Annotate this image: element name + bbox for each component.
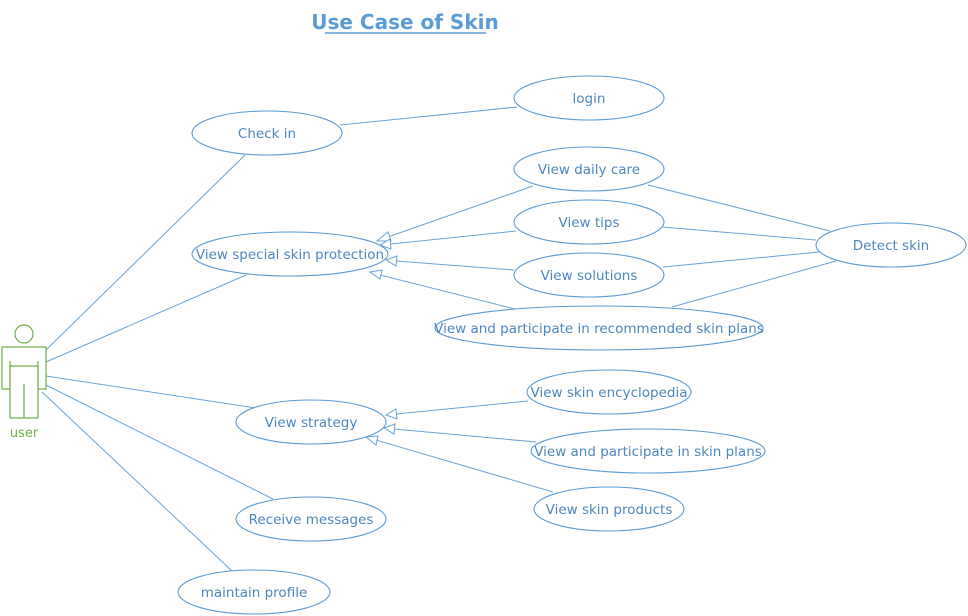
assoc-tips-detect [661, 226, 817, 241]
assoc-user-check-in [45, 154, 246, 351]
use-case-label: Detect skin [853, 238, 929, 254]
use-case-view-strategy[interactable]: View strategy [235, 399, 387, 445]
use-case-label: Check in [238, 126, 296, 142]
use-case-view-tips[interactable]: View tips [513, 199, 665, 245]
generalization-solutions [384, 255, 515, 271]
use-case-view-participate-recommended-plans[interactable]: View and participate in recommended skin… [434, 305, 764, 351]
use-case-maintain-profile[interactable]: maintain profile [177, 569, 331, 615]
use-case-label: maintain profile [201, 585, 308, 601]
use-case-check-in[interactable]: Check in [191, 110, 343, 156]
use-case-receive-messages[interactable]: Receive messages [235, 496, 387, 542]
use-case-label: View strategy [265, 415, 358, 431]
use-case-label: View and participate in recommended skin… [434, 321, 764, 337]
use-case-label: View skin encyclopedia [531, 385, 688, 401]
generalization-recommended [368, 269, 516, 310]
generalization-tips [378, 230, 517, 250]
actor-user[interactable]: user [1, 324, 47, 441]
assoc-recommended-detect [671, 260, 837, 308]
use-case-view-participate-skin-plans[interactable]: View and participate in skin plans [530, 428, 766, 474]
assoc-user-special-protection [45, 274, 247, 363]
assoc-user-messages [43, 383, 274, 500]
use-case-view-daily-care[interactable]: View daily care [513, 146, 665, 192]
diagram-title: Use Case of Skin [311, 10, 498, 34]
use-case-label: Receive messages [249, 512, 374, 528]
generalization-encyclopedia [384, 400, 529, 420]
use-case-view-skin-products[interactable]: View skin products [533, 486, 685, 532]
use-case-label: View skin products [546, 502, 673, 518]
use-case-view-skin-encyclopedia[interactable]: View skin encyclopedia [526, 369, 692, 415]
use-case-label: View special skin protection [196, 247, 384, 263]
use-case-detect-skin[interactable]: Detect skin [815, 222, 967, 268]
use-case-view-special-skin-protection[interactable]: View special skin protection [191, 231, 389, 277]
actor-figure-icon [1, 324, 47, 419]
use-case-label: View and participate in skin plans [534, 444, 762, 460]
assoc-user-strategy [45, 375, 263, 410]
assoc-solutions-detect [662, 251, 820, 268]
generalization-skin-plans [382, 423, 537, 443]
generalization-skin-products [364, 435, 554, 493]
generalization-daily-care [375, 185, 534, 242]
use-case-label: login [573, 91, 606, 107]
use-case-label: View solutions [541, 268, 638, 284]
assoc-daily-care-detect [647, 184, 831, 232]
use-case-label: View tips [559, 215, 620, 231]
actor-label: user [10, 426, 39, 441]
use-case-login[interactable]: login [513, 75, 665, 121]
use-case-view-solutions[interactable]: View solutions [513, 252, 665, 298]
assoc-user-profile [41, 391, 233, 572]
assoc-checkin-login [339, 106, 518, 126]
use-case-label: View daily care [538, 162, 640, 178]
